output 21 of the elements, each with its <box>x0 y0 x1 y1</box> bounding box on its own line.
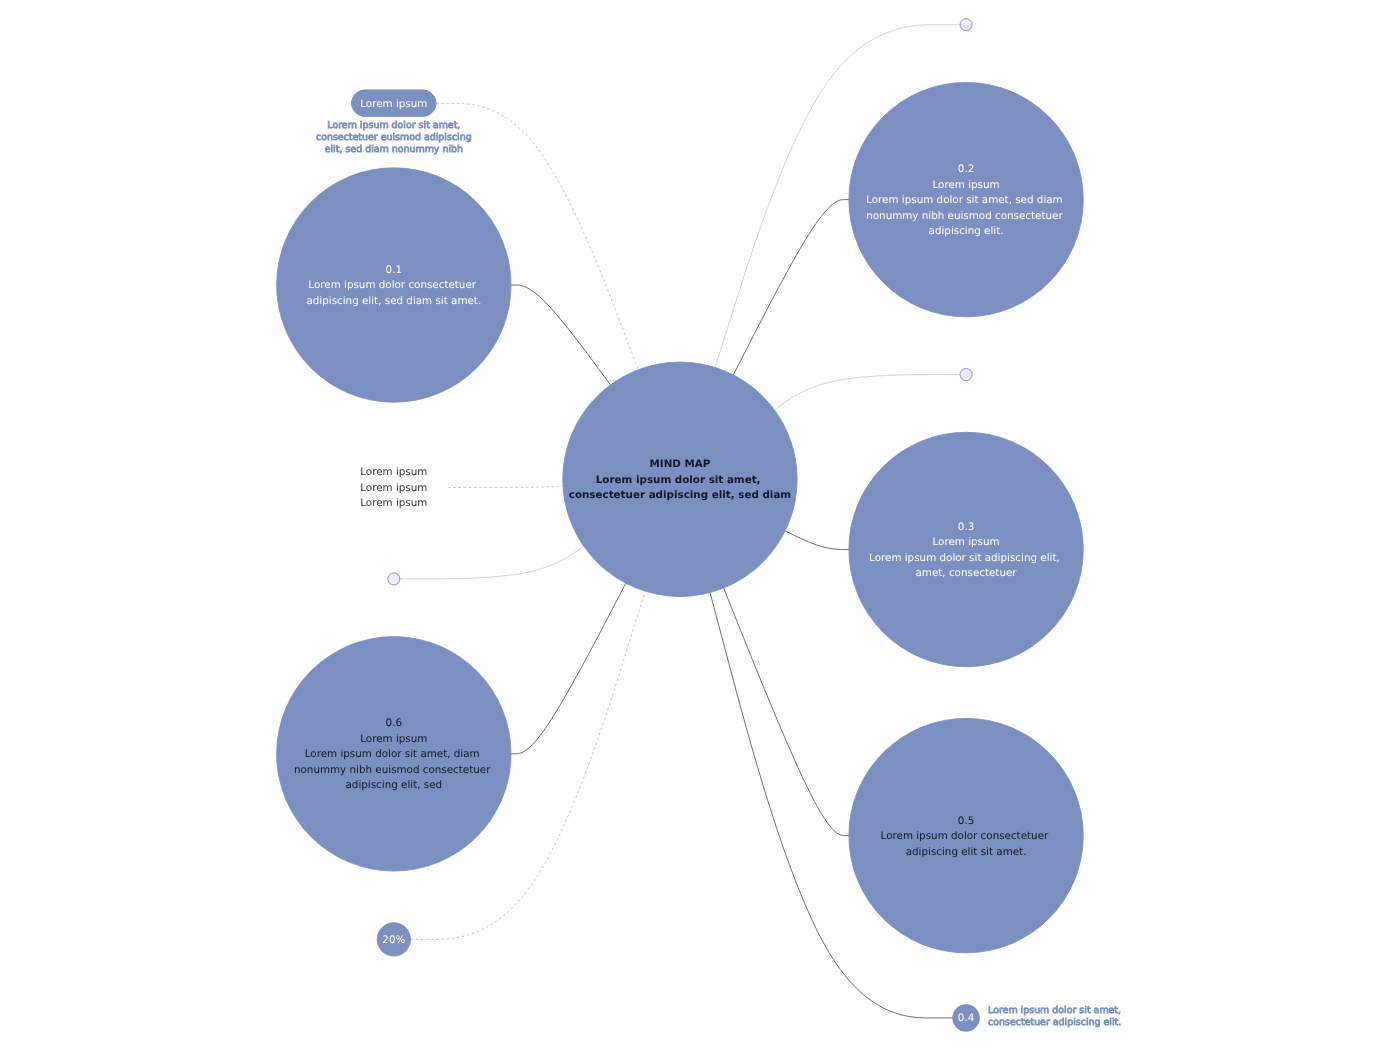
connector <box>774 374 961 411</box>
connector <box>715 24 961 368</box>
node-circle <box>387 572 401 586</box>
node-circle <box>960 368 973 382</box>
node-circle <box>562 361 798 597</box>
connector <box>511 582 627 755</box>
connector <box>785 530 850 550</box>
connector <box>399 545 585 580</box>
node-circle <box>952 1004 981 1032</box>
connector <box>710 592 954 1019</box>
connector <box>448 485 564 488</box>
connector <box>733 199 850 376</box>
node-circle <box>276 167 512 403</box>
node-circle <box>848 718 1085 954</box>
node-circle <box>848 82 1085 318</box>
node-circle <box>377 922 412 957</box>
node-circle <box>848 431 1085 668</box>
node-circle <box>276 636 512 872</box>
node-circle <box>960 18 973 32</box>
connector <box>723 587 850 837</box>
connector <box>511 284 612 386</box>
